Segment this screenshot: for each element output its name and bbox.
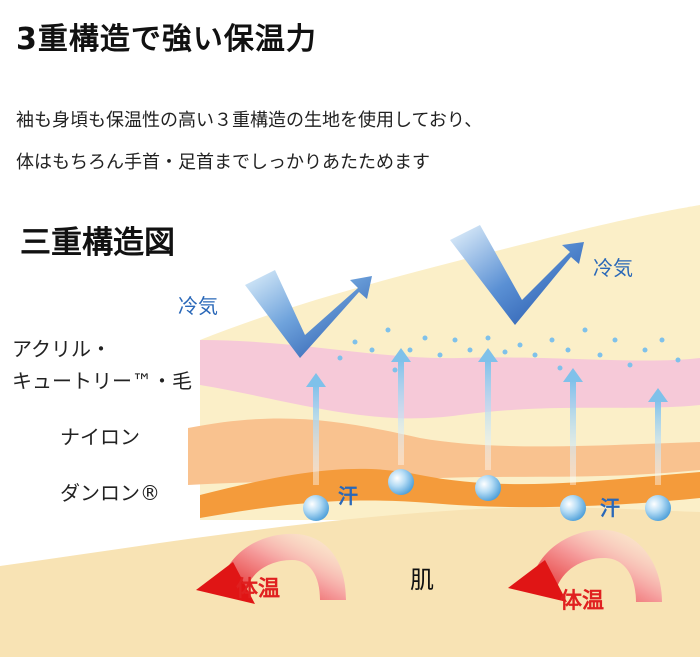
cold-air-arrow-left (245, 270, 372, 358)
layer-label-middle: ナイロン (60, 425, 140, 449)
description-line-2: 体はもちろん手首・足首までしっかりあたためます (16, 152, 430, 173)
layer-label-top-line1: アクリル・ (12, 337, 111, 361)
layer-label-bottom: ダンロン® (60, 481, 160, 505)
cold-air-label-left: 冷気 (178, 294, 218, 318)
sweat-arrows (306, 348, 668, 485)
skin (0, 507, 700, 657)
sweat-label-left: 汗 (338, 484, 358, 508)
body-heat-label-right: 体温 (560, 589, 604, 614)
sweat-arrow (478, 348, 498, 470)
description: 袖も身頃も保温性の高い３重構造の生地を使用しており、 体はもちろん手首・足首まで… (16, 100, 482, 184)
cold-air-arrow-right (450, 225, 584, 325)
layer-label-top-line2: キュートリー™・毛 (12, 369, 192, 393)
sweat-label-right: 汗 (600, 496, 620, 520)
sweat-arrow (648, 388, 668, 485)
sweat-arrow (306, 373, 326, 485)
page-title: 3重構造で強い保温力 (16, 22, 317, 57)
description-line-1: 袖も身頃も保温性の高い３重構造の生地を使用しており、 (16, 110, 483, 131)
body-heat-label-left: 体温 (236, 577, 280, 602)
diagram-title: 三重構造図 (20, 225, 175, 261)
body-heat-arrow-right (508, 529, 662, 602)
sweat-arrow (563, 368, 583, 485)
skin-label: 肌 (410, 566, 434, 594)
cold-air-label-right: 冷気 (593, 256, 633, 280)
sweat-arrow (391, 348, 411, 465)
three-layer-diagram: 三重構造図 アクリル・ キュートリー™・毛 ナイロン ダンロン® 冷気 冷気 汗… (0, 205, 700, 657)
sweat-droplets (303, 469, 671, 521)
vapor-dots (337, 327, 681, 373)
body-heat-arrow-left (196, 533, 346, 604)
